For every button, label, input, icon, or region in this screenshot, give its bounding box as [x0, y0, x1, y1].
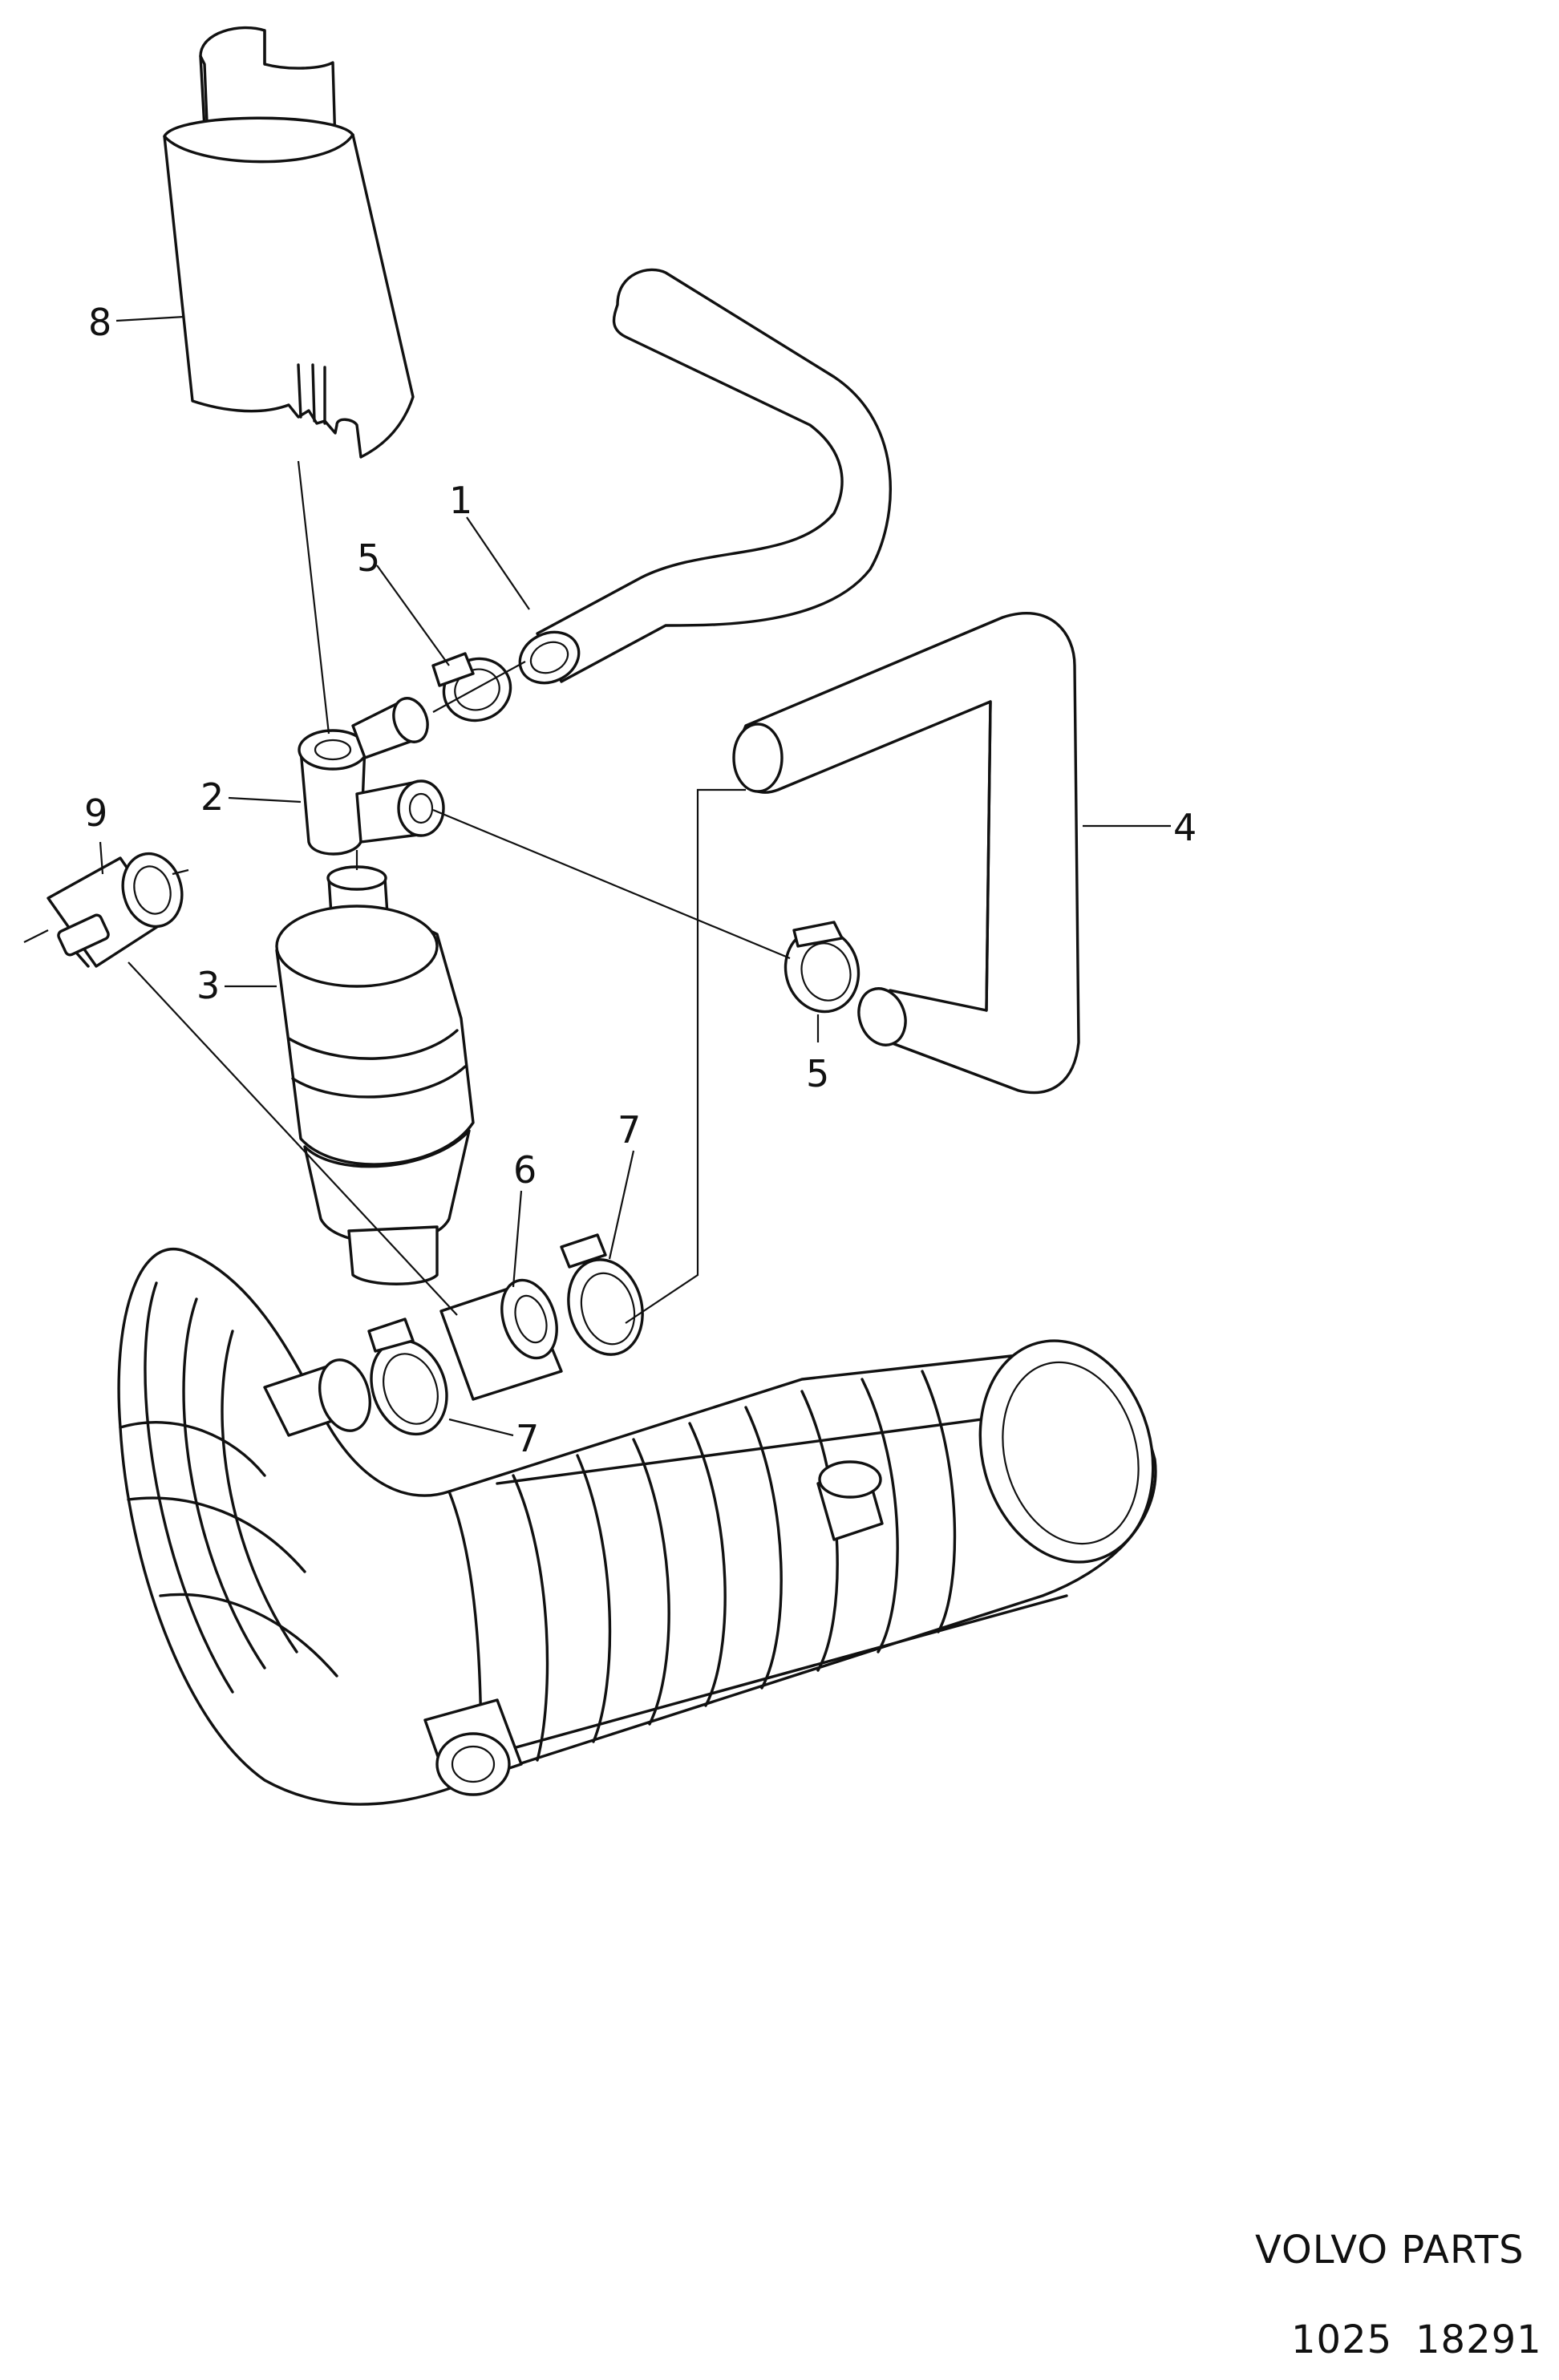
- part-5-clamp-lower: [784, 921, 860, 1014]
- callout-5-lower: 5: [806, 1052, 829, 1095]
- part-2-t-connector: [298, 697, 445, 856]
- callout-8: 8: [88, 301, 111, 344]
- part-7-clamp-lower: [367, 1318, 448, 1436]
- callout-1: 1: [449, 479, 472, 522]
- callout-7-lower: 7: [516, 1417, 539, 1460]
- callout-4: 4: [1173, 806, 1197, 849]
- part-4-hose: [732, 612, 1080, 1095]
- callout-5-upper: 5: [357, 536, 380, 580]
- air-intake-bellows: [117, 1248, 1157, 1806]
- part-3-pump: [275, 865, 475, 1285]
- part-6-hose: [439, 1278, 563, 1401]
- callout-3: 3: [196, 964, 220, 1007]
- callout-6: 6: [513, 1148, 537, 1192]
- footer-code: 1025: [1291, 2317, 1393, 2362]
- part-1-hose: [518, 268, 892, 685]
- footer-ref: 18291: [1415, 2317, 1542, 2362]
- part-9-connector: [23, 852, 189, 968]
- part-5-clamp-upper: [431, 652, 512, 722]
- callout-2: 2: [200, 775, 224, 819]
- assembly-lines: [128, 460, 1171, 1324]
- footer-brand: VOLVO PARTS: [1255, 2228, 1525, 2273]
- callout-9: 9: [84, 791, 107, 835]
- part-8-filter-housing: [163, 26, 415, 459]
- callout-7-upper: 7: [618, 1108, 641, 1152]
- callout-leaders: [99, 315, 820, 1437]
- part-7-clamp-upper: [560, 1233, 644, 1356]
